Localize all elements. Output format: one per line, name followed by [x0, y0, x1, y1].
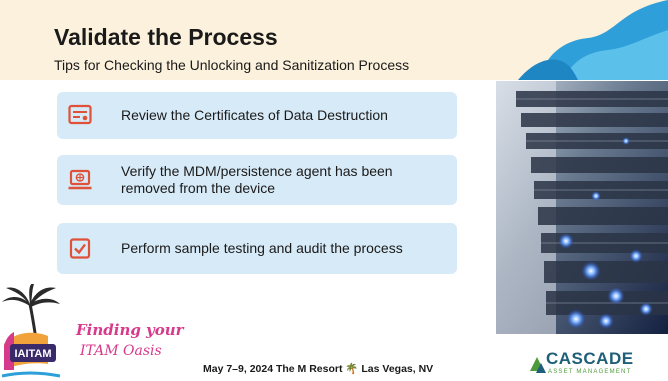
sponsor-subtitle: ASSET MANAGEMENT: [548, 369, 632, 375]
checklist-text: Review the Certificates of Data Destruct…: [121, 107, 388, 123]
checkbox-icon: [69, 238, 91, 259]
certificate-icon: [68, 104, 92, 125]
sponsor-name: CASCADE: [546, 349, 634, 368]
laptop-globe-icon: [68, 169, 92, 190]
checklist-text: Perform sample testing and audit the pro…: [121, 240, 403, 256]
tagline-line2: ITAM Oasis: [80, 343, 162, 359]
cascade-logo: [530, 357, 546, 373]
checklist-card-mdm: Verify the MDM/persistence agent has bee…: [57, 155, 457, 205]
slide-title: Validate the Process: [54, 24, 278, 50]
tagline-line1: Finding your: [76, 321, 184, 339]
checklist-card-testing: Perform sample testing and audit the pro…: [57, 223, 457, 274]
slide-subtitle: Tips for Checking the Unlocking and Sani…: [54, 57, 410, 73]
wave-decoration: [518, 0, 668, 80]
event-info: May 7–9, 2024 The M Resort 🌴 Las Vegas, …: [203, 363, 434, 375]
svg-text:IAITAM: IAITAM: [14, 348, 51, 360]
iaitam-logo: IAITAM: [1, 284, 61, 378]
server-rack-photo: [496, 81, 668, 334]
checklist-text: Verify the MDM/persistence agent has bee…: [121, 163, 393, 196]
checklist-card-certificates: Review the Certificates of Data Destruct…: [57, 92, 457, 139]
